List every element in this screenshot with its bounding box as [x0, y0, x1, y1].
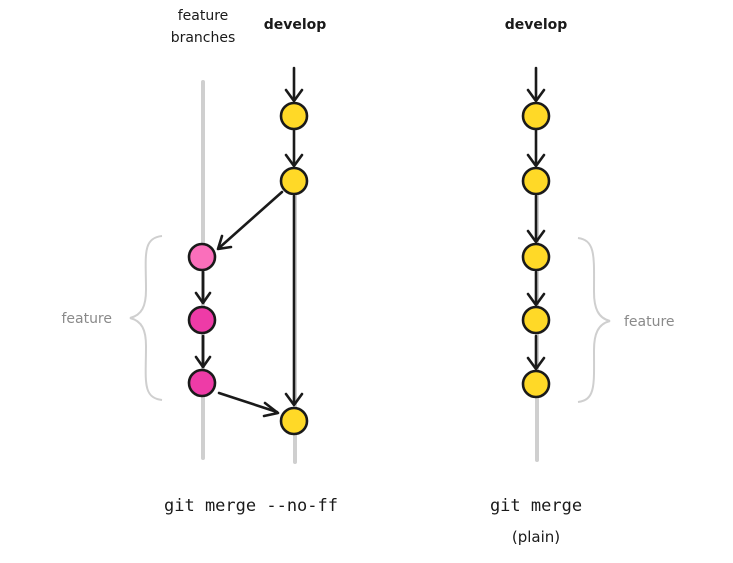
feature-commit-3 — [187, 368, 217, 398]
develop-label-left: develop — [264, 17, 327, 33]
develop-arrow-right-2 — [526, 194, 546, 244]
develop-commit-right-3 — [521, 242, 551, 272]
develop-commit-left-1 — [279, 101, 309, 131]
feature-branches-label-line2: branches — [171, 30, 236, 46]
merge-arrow — [217, 391, 280, 418]
develop-arrow-in-left — [284, 66, 304, 103]
develop-label-right: develop — [505, 17, 568, 33]
develop-commit-right-5 — [521, 369, 551, 399]
feature-branches-label-line1: feature — [178, 8, 229, 24]
branch-off-arrow — [216, 190, 284, 251]
develop-arrow-left-long — [284, 194, 304, 407]
feature-brace-left — [129, 235, 163, 401]
feature-brace-right — [577, 237, 611, 403]
feature-commit-2 — [187, 305, 217, 335]
develop-merge-commit — [279, 406, 309, 436]
plain-merge-panel: develop feature — [490, 17, 675, 546]
plain-merge-subcaption: (plain) — [512, 528, 560, 546]
feature-brace-label-right: feature — [624, 314, 675, 330]
plain-merge-caption: git merge — [490, 496, 582, 516]
develop-commit-right-2 — [521, 166, 551, 196]
develop-arrow-right-1 — [526, 128, 546, 168]
no-ff-panel: feature branches develop — [61, 8, 338, 516]
feature-arrow-2 — [194, 334, 212, 369]
develop-commit-right-1 — [521, 101, 551, 131]
feature-commit-1 — [187, 242, 217, 272]
develop-arrow-left-1 — [284, 128, 304, 168]
develop-commit-right-4 — [521, 305, 551, 335]
develop-arrow-right-4 — [526, 334, 546, 371]
develop-arrow-right-3 — [526, 270, 546, 307]
develop-commit-left-2 — [279, 166, 309, 196]
develop-arrow-in-right — [526, 66, 546, 103]
feature-arrow-1 — [194, 270, 212, 305]
no-ff-caption: git merge --no-ff — [164, 496, 338, 516]
feature-brace-label-left: feature — [61, 311, 112, 327]
